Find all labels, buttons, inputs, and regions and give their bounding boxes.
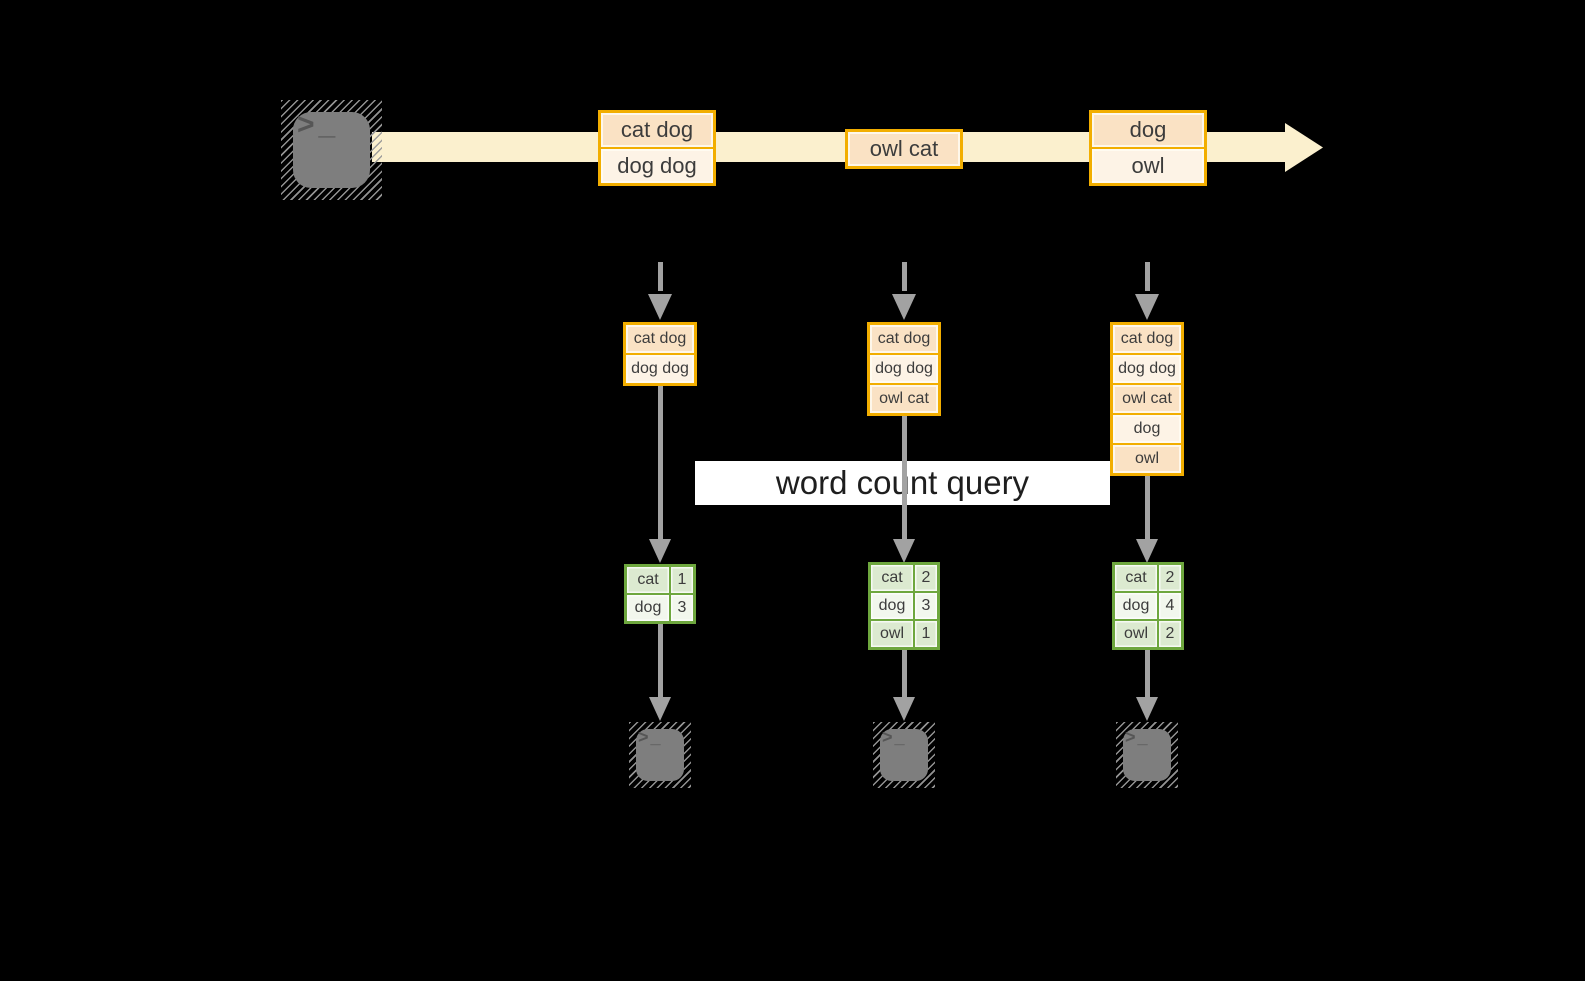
count-cell: 3 <box>671 595 693 621</box>
input-row: dog dog <box>1113 355 1181 383</box>
input-row: owl cat <box>870 385 938 413</box>
dashed-line <box>1144 262 1150 291</box>
output-arrow-line-3 <box>1145 650 1150 698</box>
terminal-prompt-glyph: >_ <box>297 108 340 141</box>
terminal-screen <box>636 729 684 781</box>
terminal-prompt-glyph: >_ <box>1125 727 1150 747</box>
input-stack-1: cat dog dog dog <box>623 322 697 386</box>
batch-row: dog <box>1092 113 1204 147</box>
input-row: cat dog <box>1113 325 1181 353</box>
batch-row: dog dog <box>601 149 713 183</box>
output-arrow-line-2 <box>902 650 907 698</box>
input-row: dog <box>1113 415 1181 443</box>
output-terminal-icon-3: >_ <box>1116 722 1178 788</box>
input-row: owl cat <box>1113 385 1181 413</box>
stream-batch-2: owl cat <box>845 129 963 169</box>
input-row: cat dog <box>870 325 938 353</box>
output-terminal-icon-1: >_ <box>629 722 691 788</box>
dashed-line <box>657 262 663 291</box>
count-cell: 3 <box>915 593 937 619</box>
word-cell: owl <box>871 621 913 647</box>
word-cell: dog <box>1115 593 1157 619</box>
query-arrow-line-2 <box>902 416 907 539</box>
count-cell: 1 <box>671 567 693 593</box>
terminal-prompt-glyph: >_ <box>882 727 907 747</box>
word-cell: cat <box>871 565 913 591</box>
input-stack-3: cat dog dog dog owl cat dog owl <box>1110 322 1184 476</box>
terminal-screen <box>880 729 928 781</box>
query-arrowhead-icon-1 <box>649 539 671 563</box>
terminal-prompt-glyph: >_ <box>638 727 663 747</box>
word-cell: cat <box>627 567 669 593</box>
count-cell: 4 <box>1159 593 1181 619</box>
source-terminal-icon: >_ <box>281 100 382 200</box>
output-arrowhead-icon-1 <box>649 697 671 721</box>
count-cell: 1 <box>915 621 937 647</box>
dashed-line <box>901 262 907 291</box>
input-stack-2: cat dog dog dog owl cat <box>867 322 941 416</box>
word-cell: dog <box>627 595 669 621</box>
dashed-arrow-icon-2 <box>892 262 916 320</box>
output-arrowhead-icon-3 <box>1136 697 1158 721</box>
query-arrowhead-icon-3 <box>1136 539 1158 563</box>
dashed-arrow-icon-1 <box>648 262 672 320</box>
word-cell: dog <box>871 593 913 619</box>
count-cell: 2 <box>1159 565 1181 591</box>
arrowhead-icon <box>648 294 672 320</box>
stream-arrowhead-icon <box>1285 123 1323 172</box>
arrowhead-icon <box>892 294 916 320</box>
arrowhead-icon <box>1135 294 1159 320</box>
result-table-3: cat 2 dog 4 owl 2 <box>1112 562 1184 650</box>
input-row: cat dog <box>626 325 694 353</box>
stream-batch-1: cat dog dog dog <box>598 110 716 186</box>
input-row: owl <box>1113 445 1181 473</box>
batch-row: owl cat <box>848 132 960 166</box>
terminal-screen <box>1123 729 1171 781</box>
input-row: dog dog <box>870 355 938 383</box>
result-table-2: cat 2 dog 3 owl 1 <box>868 562 940 650</box>
count-cell: 2 <box>1159 621 1181 647</box>
output-arrowhead-icon-2 <box>893 697 915 721</box>
result-table-1: cat 1 dog 3 <box>624 564 696 624</box>
query-arrowhead-icon-2 <box>893 539 915 563</box>
terminal-screen <box>293 112 370 188</box>
query-arrow-line-3 <box>1145 476 1150 539</box>
batch-row: cat dog <box>601 113 713 147</box>
word-cell: cat <box>1115 565 1157 591</box>
query-arrow-line-1 <box>658 386 663 539</box>
output-arrow-line-1 <box>658 624 663 698</box>
count-cell: 2 <box>915 565 937 591</box>
dashed-arrow-icon-3 <box>1135 262 1159 320</box>
word-cell: owl <box>1115 621 1157 647</box>
input-row: dog dog <box>626 355 694 383</box>
output-terminal-icon-2: >_ <box>873 722 935 788</box>
batch-row: owl <box>1092 149 1204 183</box>
stream-batch-3: dog owl <box>1089 110 1207 186</box>
